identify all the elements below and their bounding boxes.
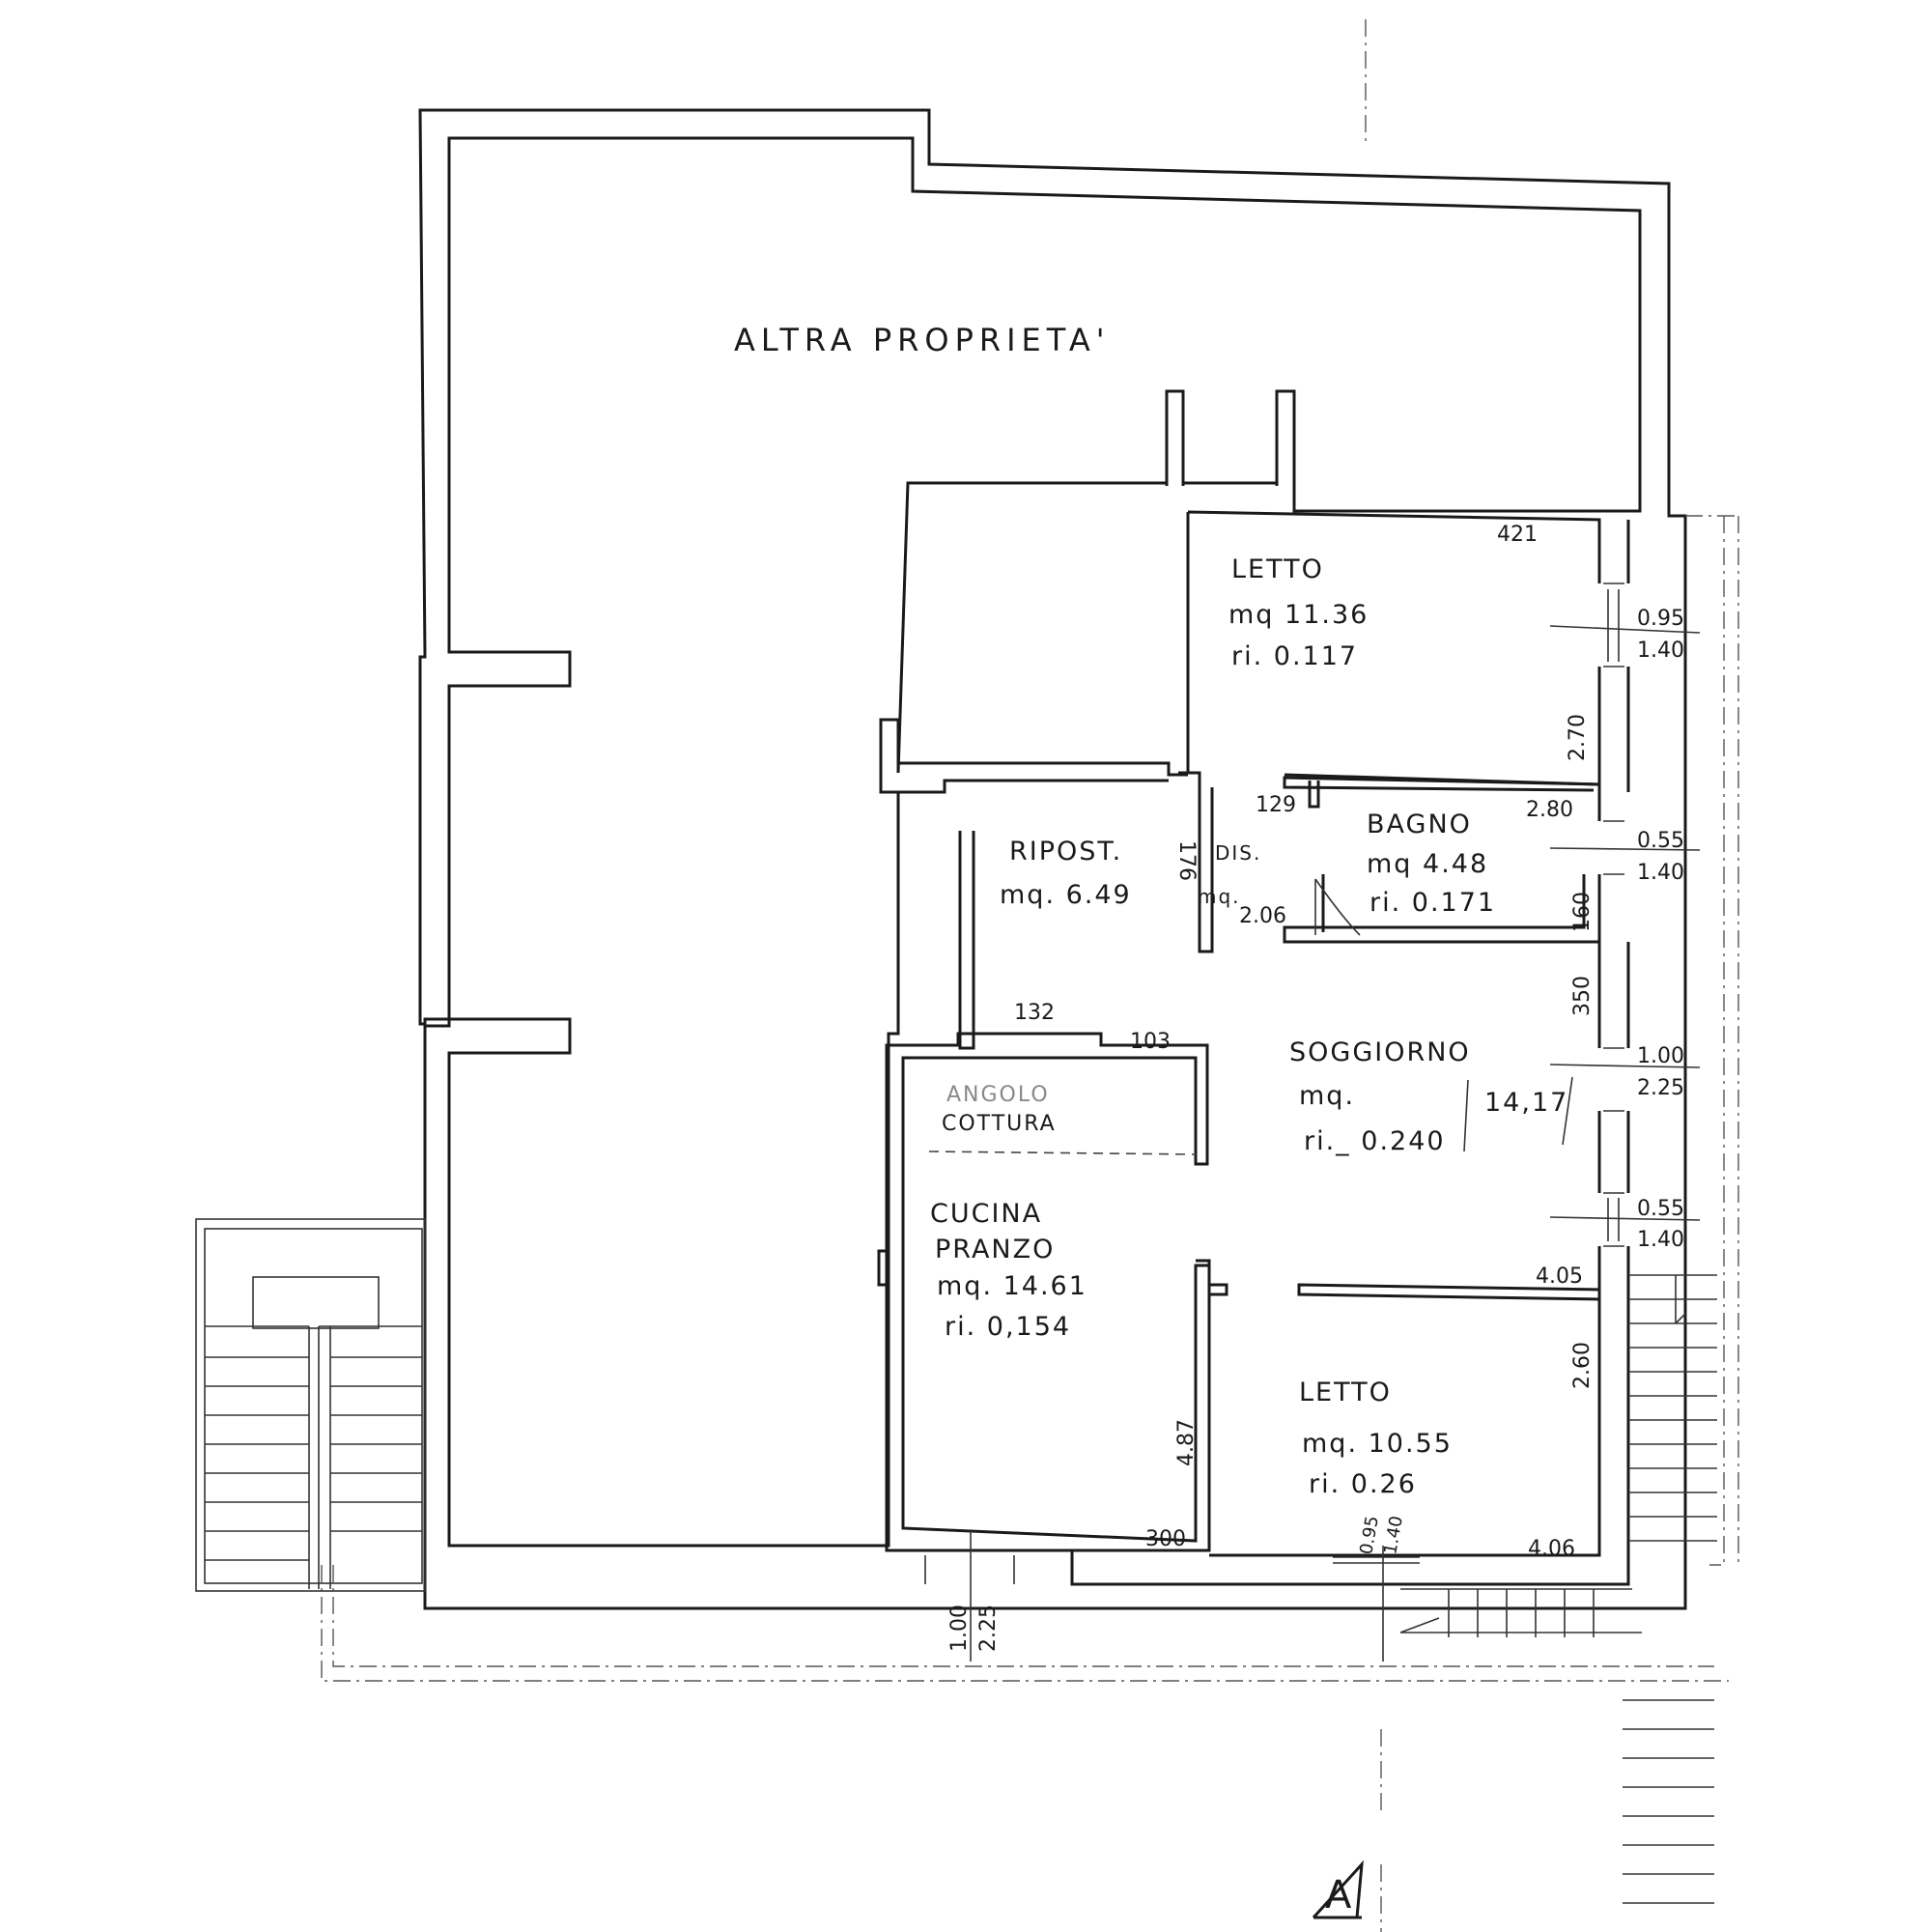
soggiorno-name: SOGGIORNO (1289, 1037, 1471, 1067)
right-stairs (1399, 1274, 1717, 1904)
cucina-line2: PRANZO (935, 1235, 1055, 1264)
ripost-name: RIPOST. (1009, 837, 1122, 867)
soggiorno-ri: ri._ 0.240 (1304, 1126, 1446, 1156)
section-marker-label: A (1325, 1873, 1353, 1918)
w2-top: 0.55 (1637, 829, 1684, 853)
dim-421: 421 (1497, 523, 1538, 547)
dim-270: 2.70 (1566, 714, 1590, 761)
area-bracket (1463, 1076, 1573, 1152)
cucina-line1: CUCINA (930, 1199, 1042, 1229)
letto1-ri: ri. 0.117 (1231, 641, 1358, 671)
left-stairs (195, 1218, 426, 1592)
w5-top: 1.00 (947, 1605, 972, 1652)
cucina-area: mq. 14.61 (937, 1271, 1087, 1301)
bagno-walls (1283, 773, 1601, 944)
dim-406: 4.06 (1528, 1537, 1575, 1561)
bagno-ri: ri. 0.171 (1369, 888, 1496, 918)
w3-top: 1.00 (1637, 1044, 1684, 1068)
bagno-name: BAGNO (1367, 810, 1472, 839)
window-dimension-lines (970, 625, 1701, 1662)
w4-top: 0.55 (1637, 1197, 1684, 1221)
altra-proprieta-label: ALTRA PROPRIETA' (734, 322, 1111, 358)
dim-132: 132 (1014, 1001, 1055, 1025)
cucina-column (1196, 1259, 1228, 1296)
dim-176: 176 (1174, 840, 1199, 881)
door-swing-bagno (1314, 878, 1361, 936)
letto1-walls (1178, 510, 1601, 953)
cucina-sideblock (877, 1249, 887, 1287)
w1-top: 0.95 (1637, 607, 1684, 631)
soggiorno-right-wall (1597, 942, 1630, 1290)
letto2-name: LETTO (1299, 1378, 1392, 1407)
ripost-walls (896, 720, 1188, 1050)
ripost-area: mq. 6.49 (1000, 880, 1132, 910)
letto1-area: mq 11.36 (1228, 600, 1369, 630)
letto1-name: LETTO (1231, 554, 1324, 584)
letto2-ri: ri. 0.26 (1309, 1469, 1417, 1499)
w2-bottom: 1.40 (1637, 861, 1684, 885)
w6-top: 0.95 (1356, 1515, 1383, 1556)
dim-260: 2.60 (1570, 1342, 1595, 1389)
cottura-label: COTTURA (942, 1112, 1057, 1136)
dim-350: 350 (1570, 976, 1595, 1016)
dis-area: mq. (1198, 885, 1241, 908)
reference-lines (321, 19, 1739, 1932)
dim-160: 160 (1570, 892, 1595, 932)
partition-wall-2 (1275, 391, 1296, 486)
letto2-walls (1070, 1246, 1630, 1586)
cucina-ri: ri. 0,154 (945, 1312, 1071, 1342)
cucina-walls (885, 1032, 1211, 1552)
partition-wall-1 (1165, 391, 1185, 486)
dim-103: 103 (1130, 1030, 1171, 1054)
dis-dim: 2.06 (1239, 904, 1286, 928)
dim-405: 4.05 (1536, 1264, 1583, 1289)
w3-bottom: 2.25 (1637, 1076, 1684, 1100)
soggiorno-area: mq. (1299, 1081, 1355, 1111)
section-marker (1312, 1860, 1364, 1919)
w1-bottom: 1.40 (1637, 639, 1684, 663)
w5-bottom: 2.25 (976, 1605, 1001, 1652)
letto2-area: mq. 10.55 (1302, 1429, 1453, 1459)
w4-bottom: 1.40 (1637, 1228, 1684, 1252)
bagno-area: mq 4.48 (1367, 849, 1488, 879)
dim-280: 2.80 (1526, 798, 1573, 822)
kitchen-divider (928, 1151, 1197, 1155)
soggiorno-area-value: 14,17 (1484, 1088, 1568, 1118)
outer-wall-outer-line (418, 108, 1687, 1610)
dim-487: 4.87 (1174, 1419, 1199, 1466)
dim-300: 300 (1145, 1527, 1186, 1551)
angolo-label: ANGOLO (946, 1083, 1050, 1107)
dis-name: DIS. (1215, 841, 1261, 865)
dim-129: 129 (1256, 793, 1296, 817)
window-marks (924, 582, 1624, 1584)
w6-bottom: 1.40 (1380, 1515, 1407, 1556)
